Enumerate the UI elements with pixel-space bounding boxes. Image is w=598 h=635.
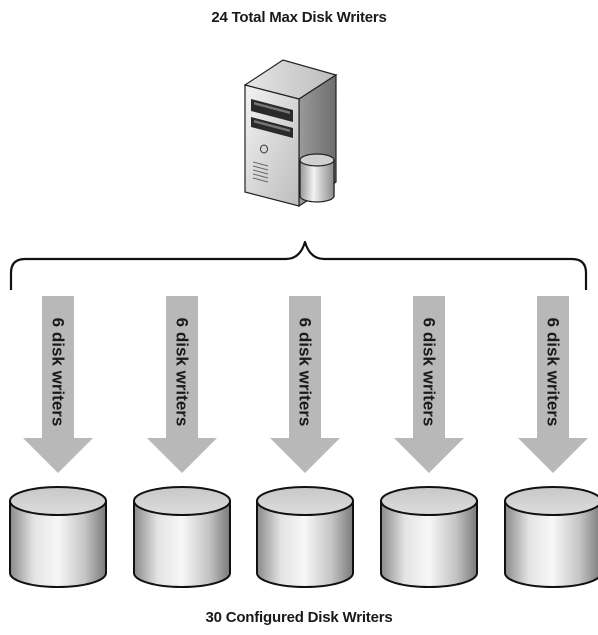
disk-icon (256, 486, 354, 588)
arrow-label: 6 disk writers (296, 318, 315, 427)
arrow-label: 6 disk writers (173, 318, 192, 427)
down-arrow: 6 disk writers (23, 296, 93, 473)
down-arrow: 6 disk writers (147, 296, 217, 473)
arrow-label: 6 disk writers (544, 318, 563, 427)
down-arrow: 6 disk writers (270, 296, 340, 473)
down-arrow: 6 disk writers (394, 296, 464, 473)
arrow-label: 6 disk writers (49, 318, 68, 427)
server-icon (243, 59, 338, 208)
arrow-label: 6 disk writers (420, 318, 439, 427)
grouping-brace (9, 240, 588, 290)
top-title: 24 Total Max Disk Writers (211, 9, 387, 26)
disk-icon (133, 486, 231, 588)
server-disk-icon (299, 153, 335, 203)
down-arrow: 6 disk writers (518, 296, 588, 473)
disk-icon (9, 486, 107, 588)
disk-icon (504, 486, 598, 588)
disk-icon (380, 486, 478, 588)
bottom-title: 30 Configured Disk Writers (205, 609, 393, 626)
